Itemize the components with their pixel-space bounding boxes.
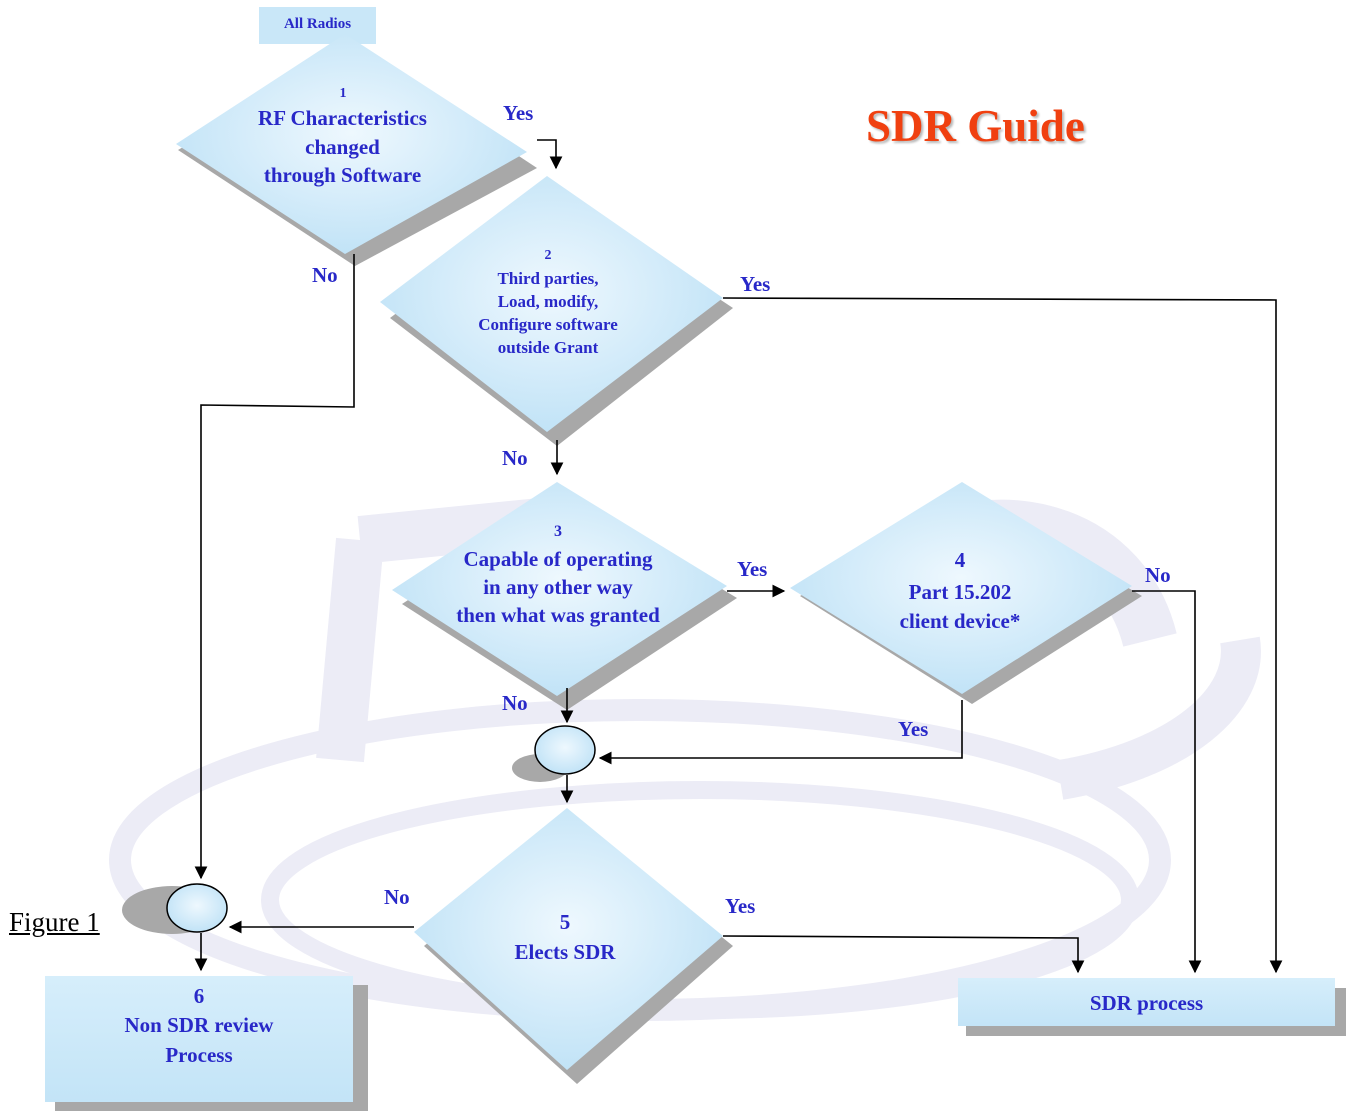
decision-3-line-2: in any other way [483, 575, 633, 599]
decision-1-line-1: RF Characteristics [258, 106, 427, 130]
process-6-line-1: Non SDR review [124, 1013, 274, 1037]
decision-5-line-1: Elects SDR [514, 940, 616, 964]
decision-3-line-3: then what was granted [456, 603, 660, 627]
decision-4-line-1: Part 15.202 [908, 580, 1012, 604]
process-6-box [45, 976, 353, 1102]
decision-5-diamond [414, 808, 723, 1070]
decision-4-diamond [790, 482, 1132, 694]
edge-n2-yes [722, 297, 1283, 974]
decision-4-number: 4 [954, 548, 966, 572]
edge-label-n1-yes: Yes [503, 101, 534, 125]
decision-2-diamond [380, 176, 723, 432]
process-6-number: 6 [193, 984, 205, 1008]
decision-2-line-3: Configure software [478, 315, 618, 334]
edge-label-n3-yes: Yes [737, 557, 768, 581]
edge-n1-yes [537, 139, 563, 170]
decision-3-line-1: Capable of operating [463, 547, 653, 571]
decision-1-line-3: through Software [263, 163, 422, 187]
edge-label-n2-yes: Yes [740, 272, 771, 296]
edge-label-n5-yes: Yes [725, 894, 756, 918]
edge-label-n4-yes: Yes [898, 717, 929, 741]
edge-label-n4-no: No [1145, 563, 1171, 587]
edge-label-n2-no: No [502, 446, 528, 470]
decision-2-line-4: outside Grant [497, 338, 599, 357]
decision-2-number: 2 [544, 248, 552, 263]
sdr-process-box [958, 978, 1335, 1026]
edge-n4-yes [598, 700, 963, 765]
edge-n5-yes [722, 935, 1085, 974]
connector-circle-lower [166, 883, 228, 933]
edge-n1-no [194, 254, 355, 880]
decision-1-number: 1 [339, 86, 347, 101]
decision-3-diamond [392, 482, 727, 696]
edge-label-n3-no: No [502, 691, 528, 715]
decision-2-line-1: Third parties, [497, 269, 599, 288]
flow-lines [194, 139, 1283, 974]
edge-n4-no [1132, 590, 1202, 974]
decision-1-line-2: changed [305, 135, 380, 159]
start-box [259, 7, 376, 44]
decision-5-number: 5 [559, 910, 571, 934]
process-6-line-2: Process [165, 1043, 233, 1067]
start-label: All Radios [283, 16, 352, 32]
decision-1-diamond [176, 34, 527, 254]
edge-label-n1-no: No [312, 263, 338, 287]
decision-3-number: 3 [554, 523, 562, 540]
connector-circle-upper [534, 725, 596, 775]
edge-label-n5-no: No [384, 885, 410, 909]
decision-4-line-2: client device* [899, 609, 1021, 633]
figure-label: Figure 1 [9, 907, 100, 937]
diagram-title: SDR Guide [866, 101, 1085, 151]
decision-2-line-2: Load, modify, [497, 292, 599, 311]
sdr-process-label: SDR process [1089, 991, 1204, 1015]
